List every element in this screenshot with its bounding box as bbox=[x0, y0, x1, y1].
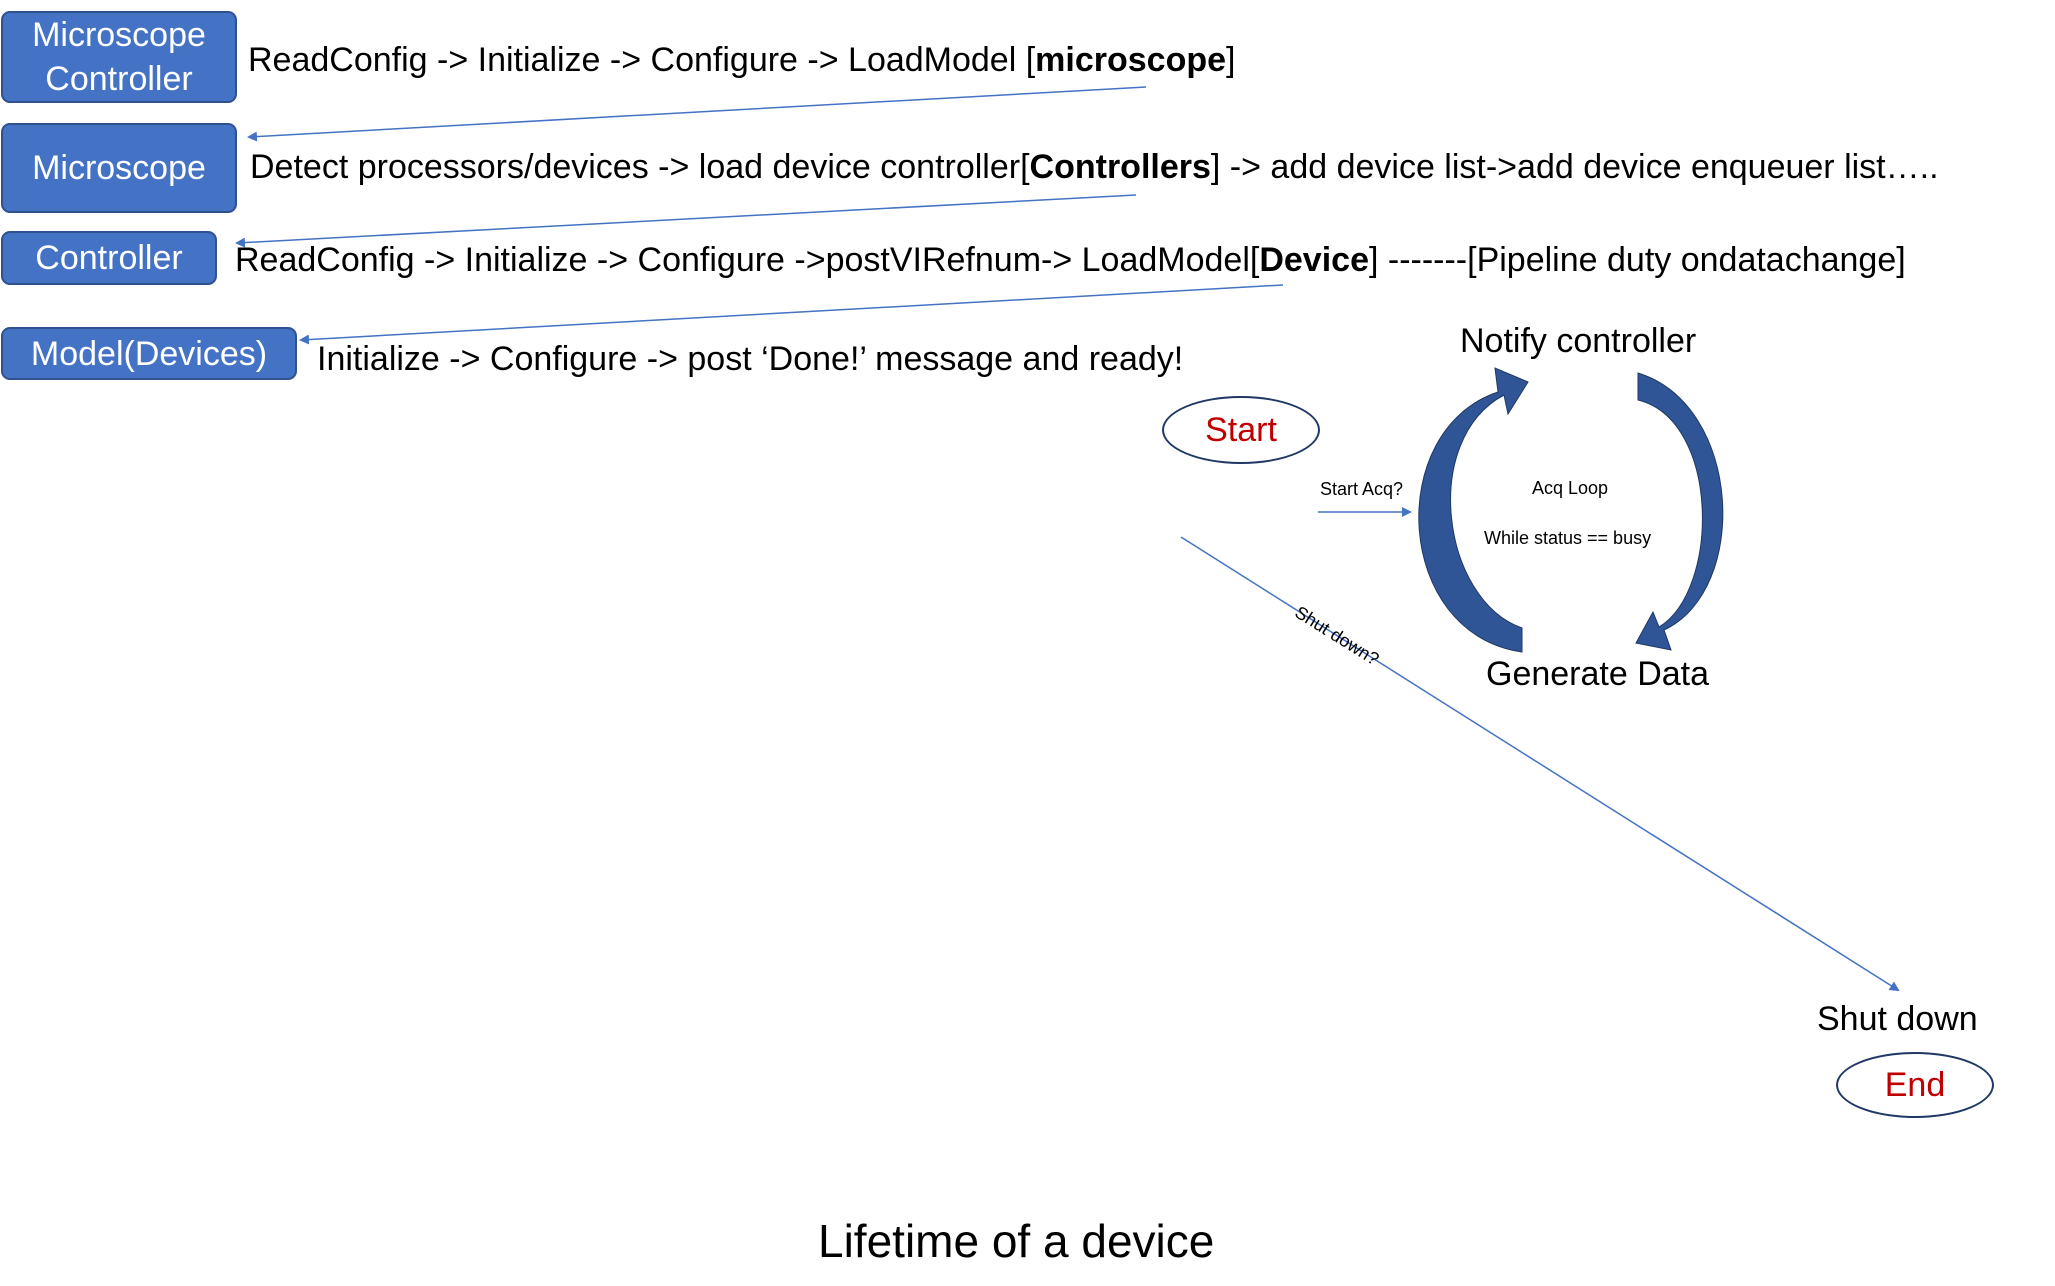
acq-loop-label: Acq Loop bbox=[1532, 478, 1609, 498]
row3-tail: ] -------[Pipeline duty ondatachange] bbox=[1368, 241, 1906, 279]
controller-box: Controller bbox=[1, 231, 217, 285]
microscope-controller-steps: ReadConfig -> Initialize -> Configure ->… bbox=[248, 40, 1235, 80]
loop-arrow-right bbox=[1635, 372, 1724, 651]
notify-controller-label: Notify controller bbox=[1460, 322, 1697, 360]
generate-data-label: Generate Data bbox=[1486, 655, 1710, 693]
microscope-box: Microscope bbox=[1, 123, 237, 213]
microscope-controller-box: Microscope Controller bbox=[1, 11, 237, 103]
row2-text: Detect processors/devices -> load device… bbox=[250, 148, 1030, 186]
end-state: End bbox=[1836, 1052, 1994, 1118]
row2-bold: Controllers bbox=[1029, 148, 1211, 186]
start-acq-label: Start Acq? bbox=[1320, 479, 1404, 499]
while-status-label: While status == busy bbox=[1484, 528, 1652, 548]
row3-bold: Device bbox=[1259, 241, 1369, 279]
arrow-row3-to-model bbox=[299, 284, 1284, 345]
controller-steps: ReadConfig -> Initialize -> Configure ->… bbox=[235, 240, 1906, 280]
row2-tail: ] -> add device list->add device enqueue… bbox=[1210, 148, 1939, 186]
model-devices-box: Model(Devices) bbox=[1, 327, 297, 380]
model-steps: Initialize -> Configure -> post ‘Done!’ … bbox=[317, 339, 1183, 379]
diagram-caption: Lifetime of a device bbox=[818, 1215, 1215, 1267]
row1-tail: ] bbox=[1226, 41, 1236, 79]
row3-text: ReadConfig -> Initialize -> Configure ->… bbox=[235, 241, 1260, 279]
loop-arrow-left bbox=[1418, 367, 1529, 653]
row1-bold: microscope bbox=[1035, 41, 1227, 79]
row1-text: ReadConfig -> Initialize -> Configure ->… bbox=[248, 41, 1036, 79]
arrow-row2-to-controller bbox=[235, 194, 1137, 248]
microscope-steps: Detect processors/devices -> load device… bbox=[250, 147, 1939, 187]
arrow-shut-down bbox=[1180, 536, 1900, 992]
row4-text: Initialize -> Configure -> post ‘Done!’ … bbox=[317, 340, 1184, 378]
shut-down-label: Shut down bbox=[1817, 1000, 1978, 1038]
start-state: Start bbox=[1162, 396, 1320, 464]
arrow-row1-to-microscope bbox=[247, 86, 1147, 142]
